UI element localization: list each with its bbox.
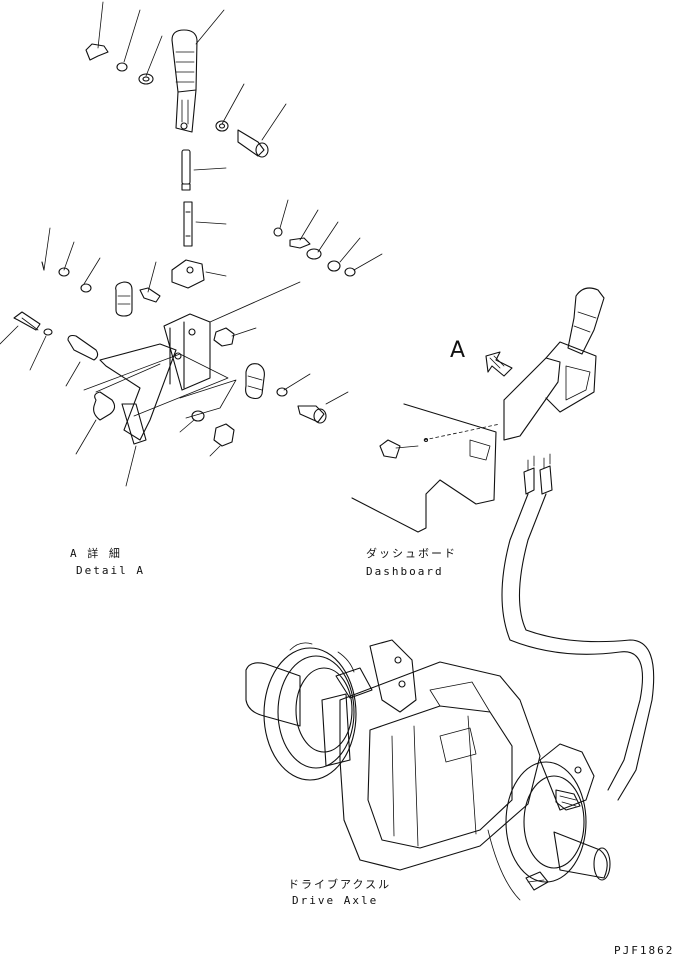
detail-label-jp: A 詳 細 <box>70 547 122 560</box>
dashboard-label-jp: ダッシュボード <box>366 547 457 560</box>
axle-label-jp: ドライブアクスル <box>288 878 392 891</box>
axle-label-en: Drive Axle <box>292 894 379 907</box>
view-letter-a: A <box>450 338 466 363</box>
drawing-code: PJF1862 <box>614 944 675 957</box>
detail-label-en: Detail A <box>76 564 145 577</box>
view-arrow-icon <box>485 351 513 377</box>
drive-axle <box>245 639 611 901</box>
lever-assembly-exploded <box>0 1 383 487</box>
dashboard-lever-installed <box>351 287 655 801</box>
dashboard-label-en: Dashboard <box>366 565 444 578</box>
lever-bracket <box>163 281 301 391</box>
lever-grip <box>171 29 198 133</box>
